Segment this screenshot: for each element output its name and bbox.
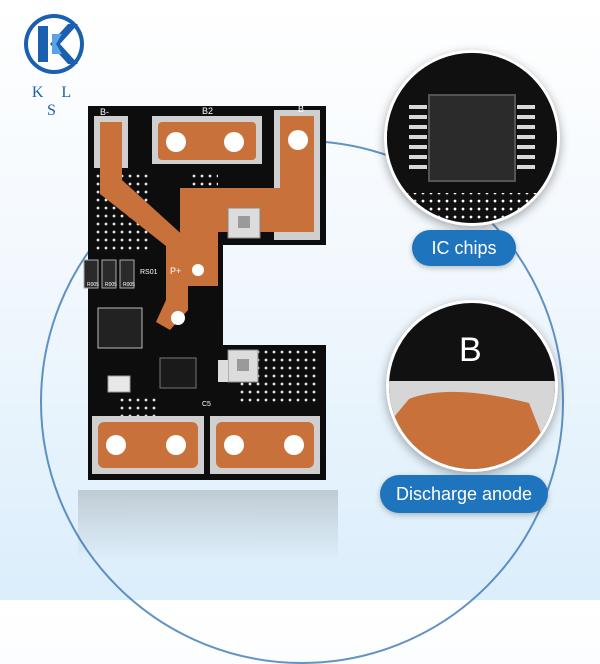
label-p-plus: P+ xyxy=(170,266,181,276)
logo-text: K L S xyxy=(31,84,79,119)
discharge-anode-zoom: B xyxy=(386,300,558,472)
label-b-minus: B- xyxy=(100,107,109,117)
pcb-board: B- B2 B P+ RS01 C5 R005 R005 R005 xyxy=(83,104,326,480)
resistor-label: R005 xyxy=(123,282,135,288)
label-b2: B2 xyxy=(202,106,213,116)
resistor-label: R005 xyxy=(105,282,117,288)
board-reflection xyxy=(78,490,338,560)
ic-chip-zoom xyxy=(384,50,560,226)
discharge-anode-callout: Discharge anode xyxy=(380,475,548,513)
label-b-plus: B xyxy=(298,104,304,114)
label-c5: C5 xyxy=(202,401,211,408)
kls-logo xyxy=(24,14,84,74)
zoom-letter: B xyxy=(459,331,482,369)
ic-chips-callout: IC chips xyxy=(412,230,516,266)
resistor-label: R005 xyxy=(87,282,99,288)
label-rs01: RS01 xyxy=(140,269,158,276)
